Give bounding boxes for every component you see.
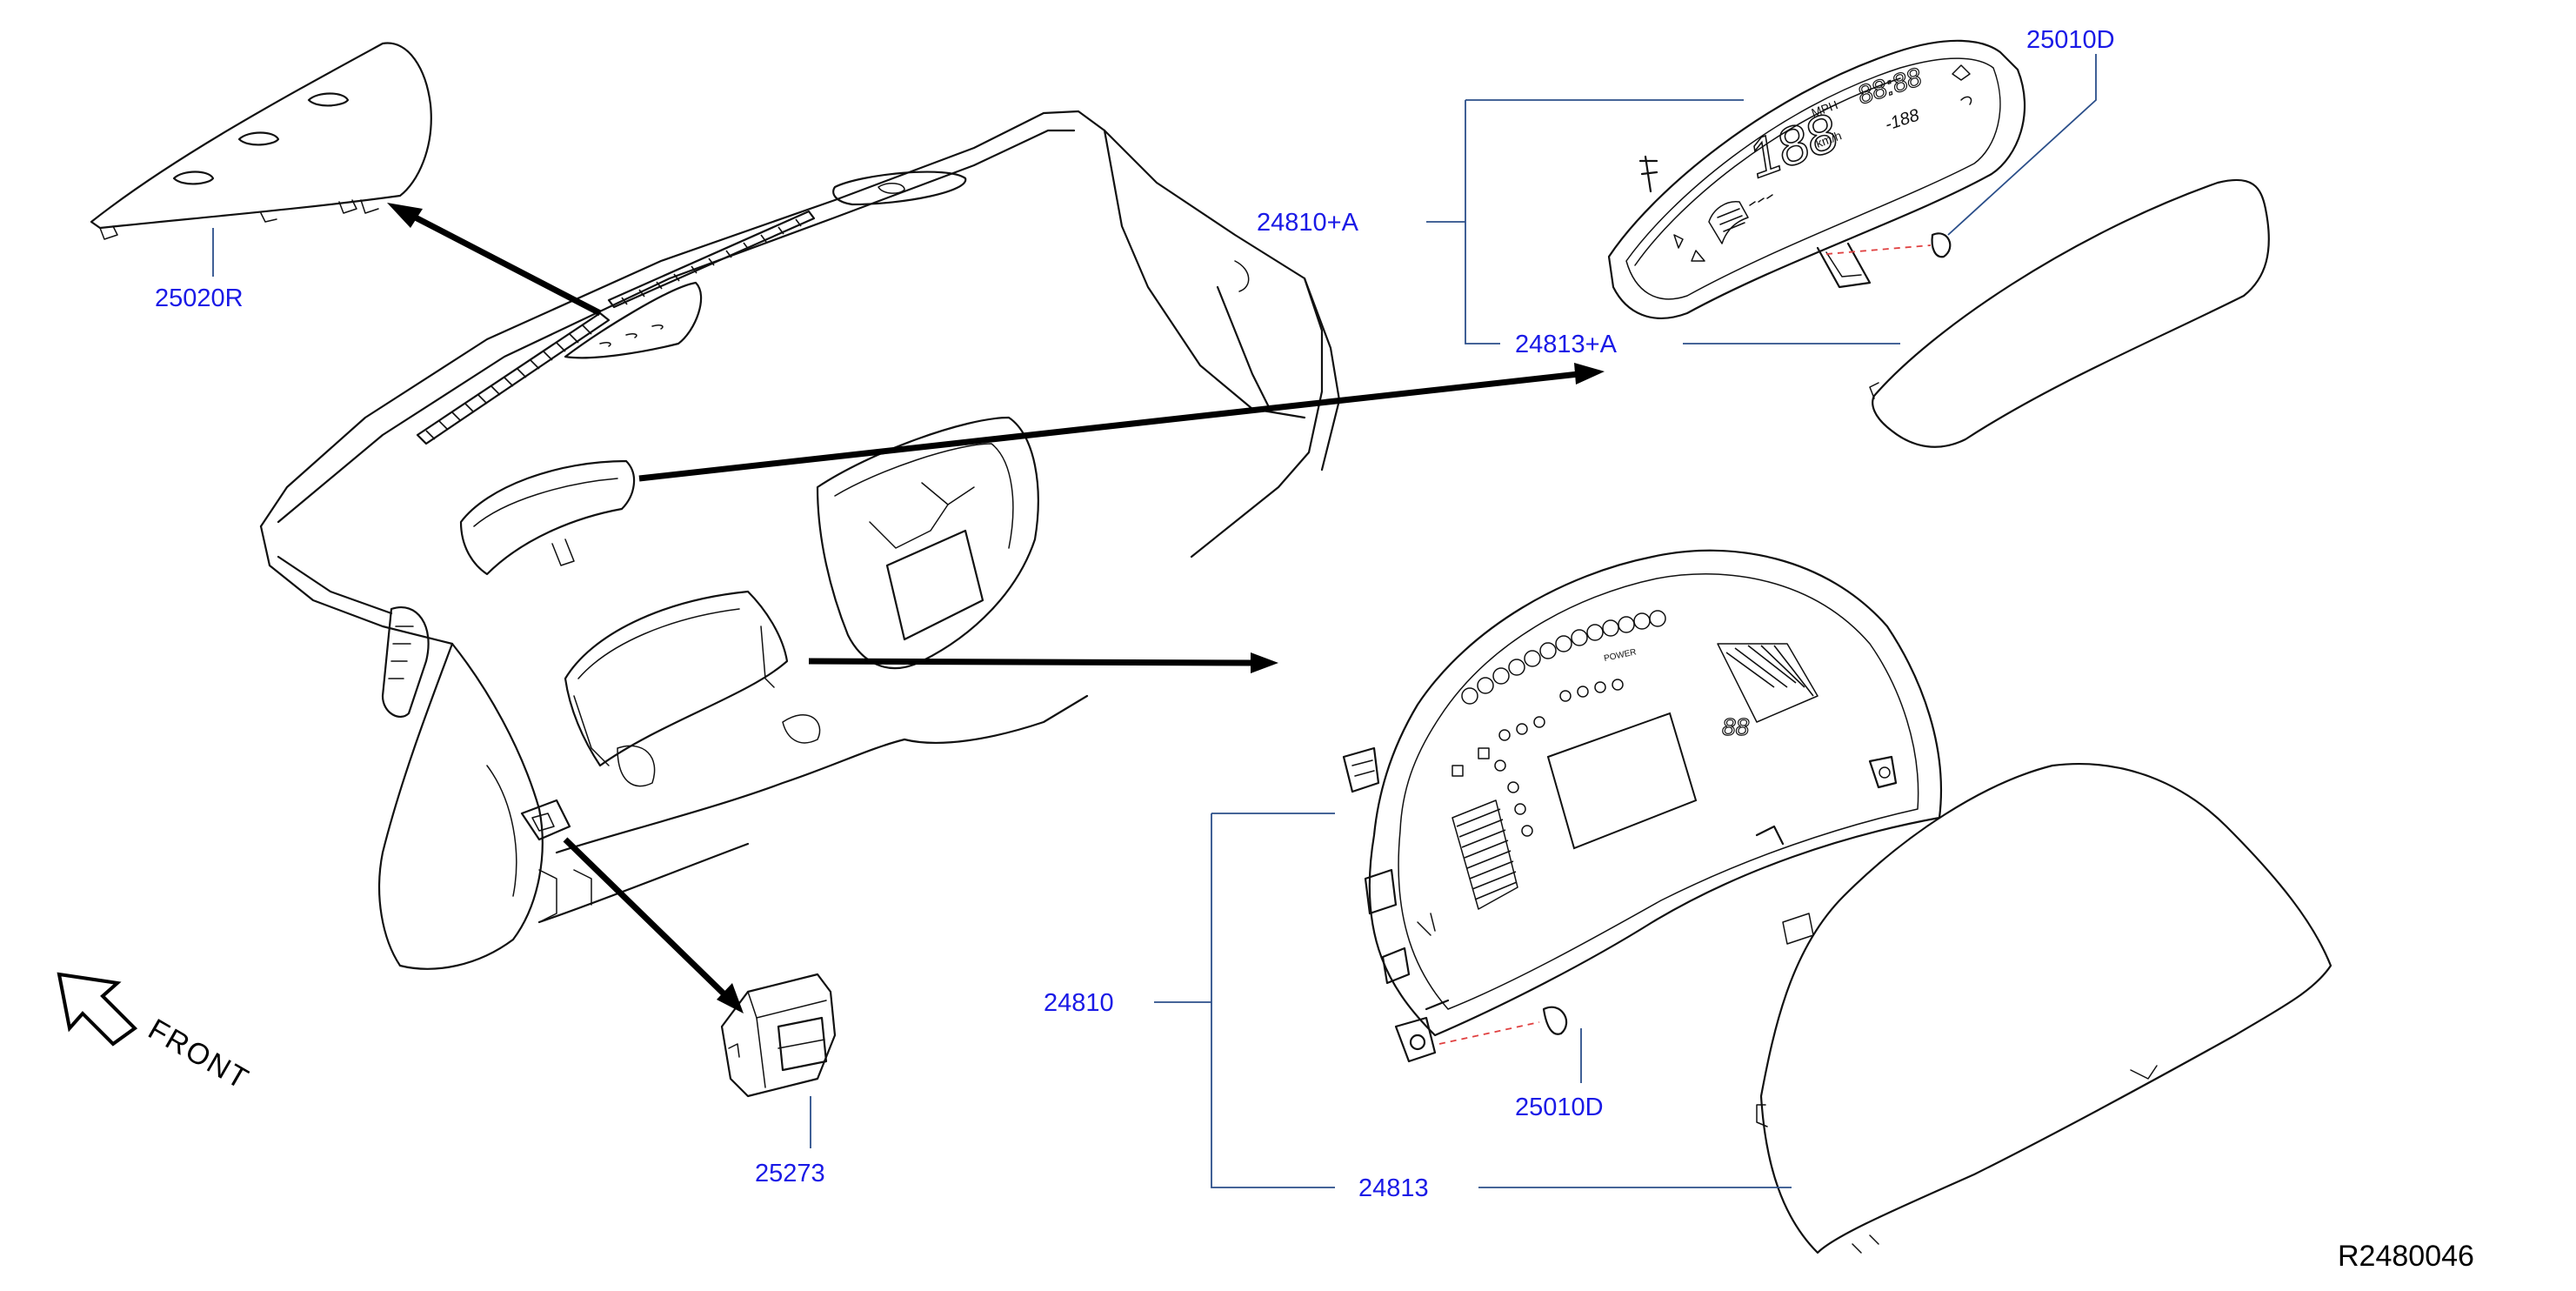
instrument-panel-assembly (259, 110, 1341, 970)
upper-meter: 188 MPH km/h 88:88 -188 (1607, 39, 2026, 319)
main-meter-digits: 88 (1722, 713, 1750, 740)
temp-digits: -188 (1883, 105, 1922, 134)
main-meter-screw (1438, 1006, 1568, 1045)
front-label: FRONT (143, 1013, 255, 1096)
power-label: POWER (1603, 647, 1637, 664)
part-label-25020r: 25020R (155, 284, 244, 312)
part-label-25010d-upper: 25010D (2026, 26, 2115, 54)
combination-meter: 88 (1342, 549, 1943, 1063)
defroster-vent-right (607, 210, 816, 309)
leader-lines (212, 54, 2097, 1188)
upper-trim-panel (90, 42, 432, 240)
part-label-24813a: 24813+A (1515, 331, 1618, 358)
defroster-vent-left (416, 311, 611, 445)
upper-meter-lens (1869, 178, 2270, 448)
warning-lamps (1452, 610, 1666, 837)
part-label-25273: 25273 (755, 1160, 825, 1187)
part-label-24813: 24813 (1358, 1174, 1429, 1202)
part-label-25010d-main: 25010D (1515, 1094, 1604, 1121)
front-direction-indicator: FRONT (57, 972, 255, 1096)
odo-digits: 88:88 (1854, 63, 1925, 110)
callout-arrows (387, 203, 1605, 1013)
diagram-reference-code: R2480046 (2338, 1240, 2474, 1273)
part-label-24810: 24810 (1044, 989, 1114, 1017)
part-label-24810a: 24810+A (1257, 209, 1359, 237)
combination-meter-lens (1756, 762, 2332, 1254)
switch-assembly (720, 973, 837, 1098)
upper-meter-screw (1825, 232, 1952, 258)
part-number-labels: 25020R 24810+A 24813+A 25010D 24810 2501… (155, 26, 2115, 1202)
